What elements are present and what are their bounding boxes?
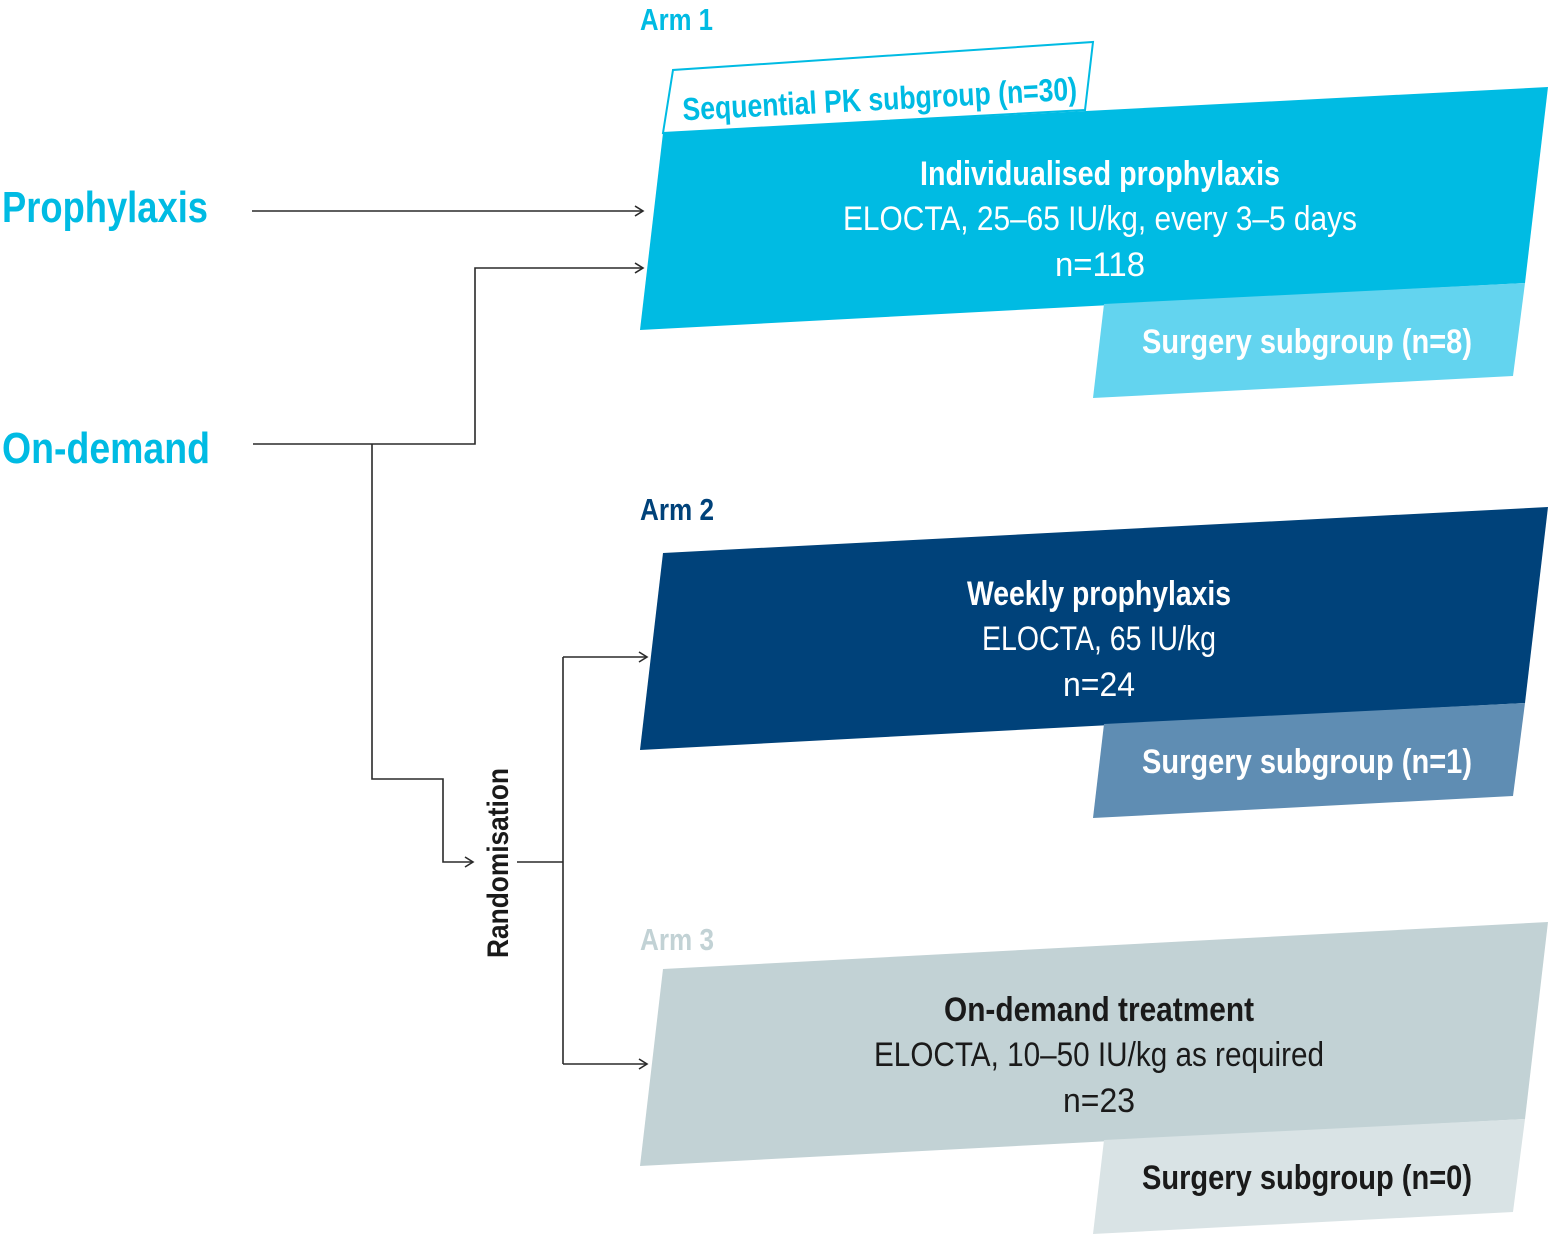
arm-2-box <box>640 507 1548 750</box>
randomisation-label: Randomisation <box>482 768 515 958</box>
arm-3-dose: ELOCTA, 10–50 IU/kg as required <box>874 1036 1324 1074</box>
arm-1-title: Individualised prophylaxis <box>920 155 1280 193</box>
arm-3-box <box>640 922 1548 1166</box>
arm-2-title: Weekly prophylaxis <box>967 575 1231 613</box>
arm-1-dose: ELOCTA, 25–65 IU/kg, every 3–5 days <box>843 200 1357 238</box>
on-demand-to-arm1-arrow <box>253 262 645 445</box>
arm-2-n: n=24 <box>1063 666 1135 704</box>
arm-2-label: Arm 2 <box>640 492 714 527</box>
prophylaxis-label: Prophylaxis <box>2 183 208 232</box>
arm-3-surgery-label: Surgery subgroup (n=0) <box>1142 1159 1472 1197</box>
arm-2-dose: ELOCTA, 65 IU/kg <box>982 620 1216 658</box>
arm-1-n: n=118 <box>1055 246 1145 284</box>
arm-2-surgery-box <box>1093 703 1525 818</box>
arm-1-label: Arm 1 <box>640 2 713 37</box>
arm-2-surgery-label: Surgery subgroup (n=1) <box>1142 743 1472 781</box>
on-demand-label: On-demand <box>2 424 210 473</box>
arm-3-label: Arm 3 <box>640 922 714 957</box>
on-demand-to-randomisation-arrow <box>371 444 475 868</box>
arm-1-box <box>640 87 1548 330</box>
arm-1: Arm 1 Sequential PK subgroup (n=30) Indi… <box>640 2 1548 398</box>
arm-3-n: n=23 <box>1063 1082 1135 1120</box>
arm-2: Arm 2 Weekly prophylaxis ELOCTA, 65 IU/k… <box>640 492 1548 818</box>
arm-1-surgery-box <box>1093 283 1525 398</box>
pk-subgroup-box <box>661 40 1095 135</box>
arm-1-surgery-label: Surgery subgroup (n=8) <box>1142 323 1472 361</box>
arm-3-title: On-demand treatment <box>944 991 1254 1029</box>
arm-3-surgery-box <box>1093 1119 1525 1234</box>
arm-3: Arm 3 On-demand treatment ELOCTA, 10–50 … <box>640 922 1548 1234</box>
